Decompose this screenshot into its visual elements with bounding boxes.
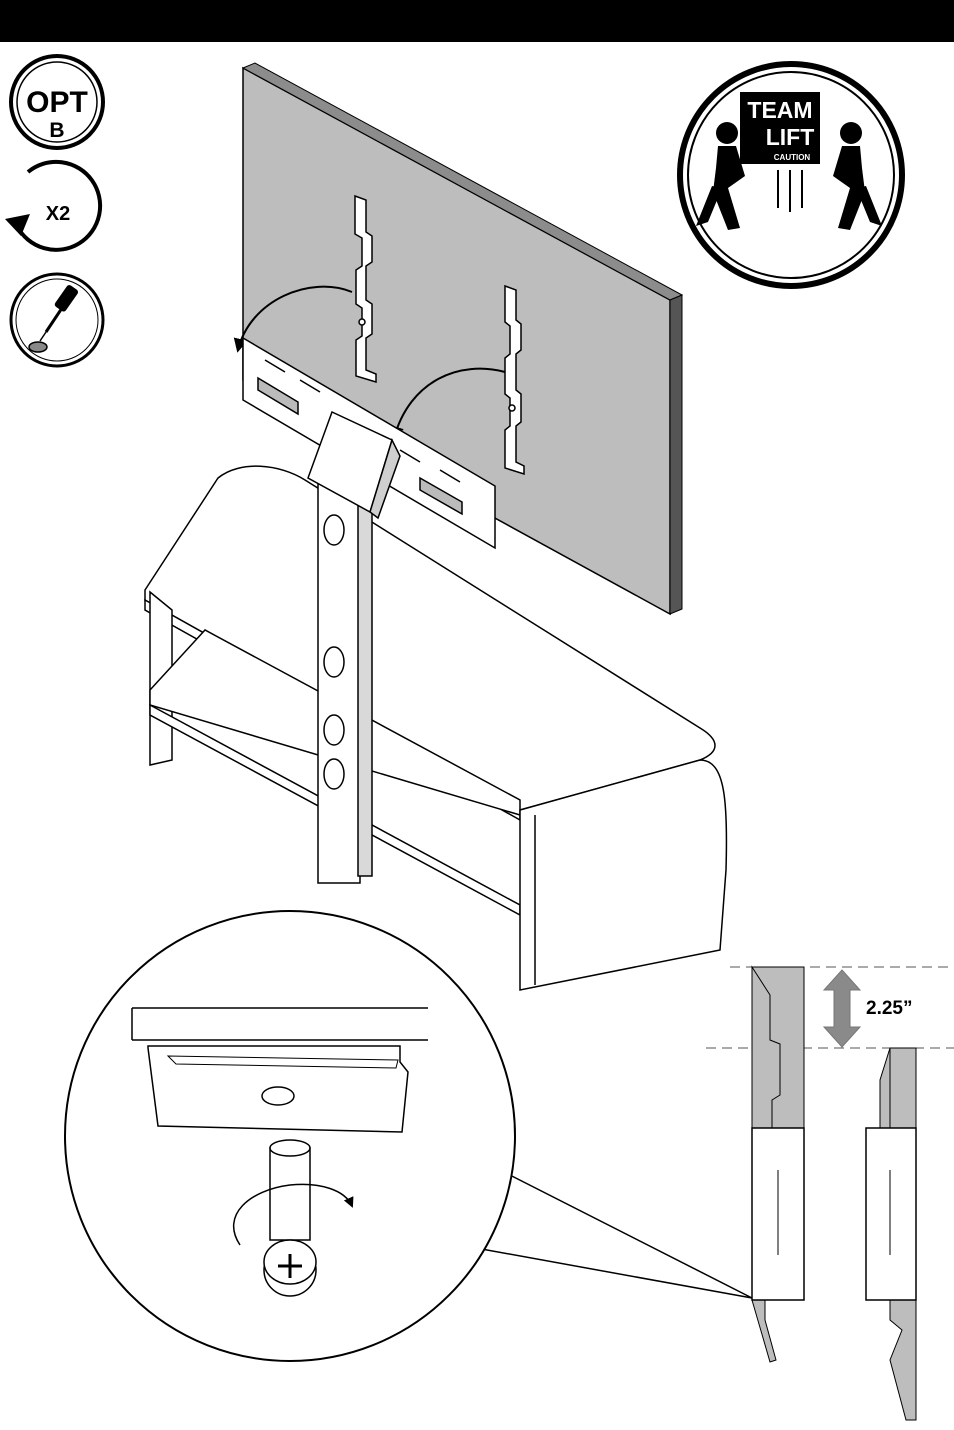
dimension-label: 2.25” [866, 998, 912, 1019]
stand-column [318, 478, 372, 883]
bracket-screw-hole [262, 1087, 294, 1105]
caution-label: CAUTION [774, 153, 811, 162]
dimension-double-arrow [824, 970, 860, 1047]
tool-badge [11, 274, 103, 366]
bracket-side-profile: 2.25” [706, 967, 954, 1420]
screw-detail-callout [65, 911, 752, 1361]
bolt [270, 1148, 310, 1240]
lift-label: LIFT [766, 124, 815, 150]
repeat-badge: X2 [5, 162, 100, 250]
repeat-label: X2 [46, 203, 70, 225]
opt-option-label: B [49, 119, 64, 142]
team-lift-badge: TEAM LIFT CAUTION [680, 64, 902, 286]
team-label: TEAM [747, 97, 812, 123]
opt-badge: OPT B [11, 56, 103, 148]
opt-label: OPT [26, 86, 88, 119]
